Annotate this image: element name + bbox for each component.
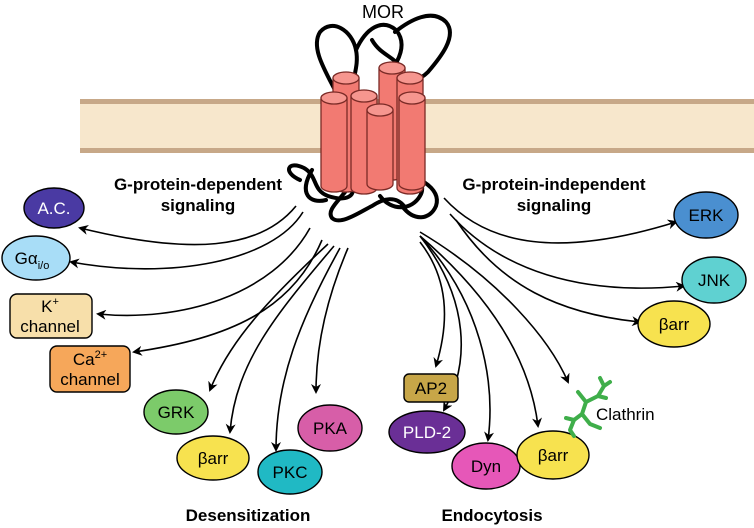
arrow-to-ca-channel xyxy=(132,239,323,356)
clathrin-icon xyxy=(564,376,612,438)
node-gai-shape xyxy=(1,235,71,281)
desensitization-heading: Desensitization xyxy=(186,506,311,525)
node-jnk: JNK xyxy=(681,256,747,304)
node-ap2-shape xyxy=(403,373,459,403)
node-pka-label: PKA xyxy=(313,419,348,438)
node-ac-label: A.C. xyxy=(37,199,70,218)
g-dependent-heading-line2: signaling xyxy=(161,196,236,215)
arrow-to-ac xyxy=(78,205,297,246)
node-ap2: AP2 xyxy=(403,373,459,403)
transmembrane-helix xyxy=(320,91,348,193)
node-ca-channel: Ca2+ channel xyxy=(49,345,131,393)
node-barr-desensitization: βarr xyxy=(176,435,250,481)
node-clathrin-label: Clathrin xyxy=(596,405,655,424)
node-erk: ERK xyxy=(673,191,739,239)
arrow-to-k-channel xyxy=(96,227,311,320)
node-gai: Gαi/o xyxy=(1,235,71,281)
node-dyn: Dyn xyxy=(451,442,521,490)
arrow-to-pka xyxy=(311,247,349,394)
node-barr-endocytosis: βarr xyxy=(516,430,590,480)
arrow-to-ap2 xyxy=(419,241,446,368)
arrow-to-barr-indep xyxy=(455,219,642,327)
node-barr-independent-label: βarr xyxy=(659,315,690,334)
node-ca-channel-shape xyxy=(49,345,131,393)
node-pka-shape xyxy=(297,404,363,452)
node-barr-endocytosis-shape xyxy=(516,430,590,480)
mor-receptor xyxy=(320,61,426,195)
node-pld2: PLD-2 xyxy=(388,410,466,454)
node-dyn-shape xyxy=(451,442,521,490)
transmembrane-helix xyxy=(398,91,426,191)
node-grk-label: GRK xyxy=(158,403,196,422)
node-pld2-label: PLD-2 xyxy=(403,423,451,442)
g-independent-heading-line1: G-protein-independent xyxy=(462,175,646,194)
node-barr-independent: βarr xyxy=(637,300,711,348)
signaling-arrows xyxy=(69,197,686,452)
node-grk-shape xyxy=(143,389,209,435)
node-k-channel-label: K+ xyxy=(41,296,59,316)
g-dependent-heading-line1: G-protein-dependent xyxy=(114,175,282,194)
node-clathrin: Clathrin xyxy=(564,376,655,438)
endocytosis-heading: Endocytosis xyxy=(441,506,542,525)
node-pka: PKA xyxy=(297,404,363,452)
node-dyn-label: Dyn xyxy=(471,457,501,476)
arrow-to-dyn xyxy=(419,235,495,442)
arrow-to-gai xyxy=(69,211,304,270)
node-erk-label: ERK xyxy=(689,206,725,225)
node-barr-desensitization-label: βarr xyxy=(198,449,229,468)
node-jnk-shape xyxy=(681,256,747,304)
g-independent-heading-line2: signaling xyxy=(517,196,592,215)
receptor-label: MOR xyxy=(362,2,404,22)
node-jnk-label: JNK xyxy=(698,271,731,290)
node-pld2-shape xyxy=(388,410,466,454)
transmembrane-helix xyxy=(366,103,394,191)
arrow-to-erk xyxy=(443,197,678,244)
arrow-to-clathrin xyxy=(419,231,570,384)
arrow-to-pkc xyxy=(271,247,341,452)
node-ca-channel-line2: channel xyxy=(60,370,120,389)
node-erk-shape xyxy=(673,191,739,239)
node-ac: A.C. xyxy=(23,187,85,229)
arrow-to-barr-desens xyxy=(225,245,335,434)
node-gai-label: Gαi/o xyxy=(15,249,50,272)
arrow-to-barr-endo xyxy=(419,235,542,428)
node-pkc-label: PKC xyxy=(273,463,308,482)
node-barr-desensitization-shape xyxy=(176,435,250,481)
node-ac-shape xyxy=(23,187,85,229)
node-barr-endocytosis-label: βarr xyxy=(538,446,569,465)
node-k-channel-shape xyxy=(9,293,93,339)
node-ap2-label: AP2 xyxy=(415,379,447,398)
node-pkc-shape xyxy=(257,449,323,495)
node-k-channel-line2: channel xyxy=(20,317,80,336)
node-barr-independent-shape xyxy=(637,300,711,348)
node-k-channel: K+ channel xyxy=(9,293,93,339)
arrow-to-grk xyxy=(208,243,329,392)
node-grk: GRK xyxy=(143,389,209,435)
node-ca-channel-label: Ca2+ xyxy=(73,349,107,369)
node-pkc: PKC xyxy=(257,449,323,495)
arrow-to-jnk xyxy=(449,213,686,292)
